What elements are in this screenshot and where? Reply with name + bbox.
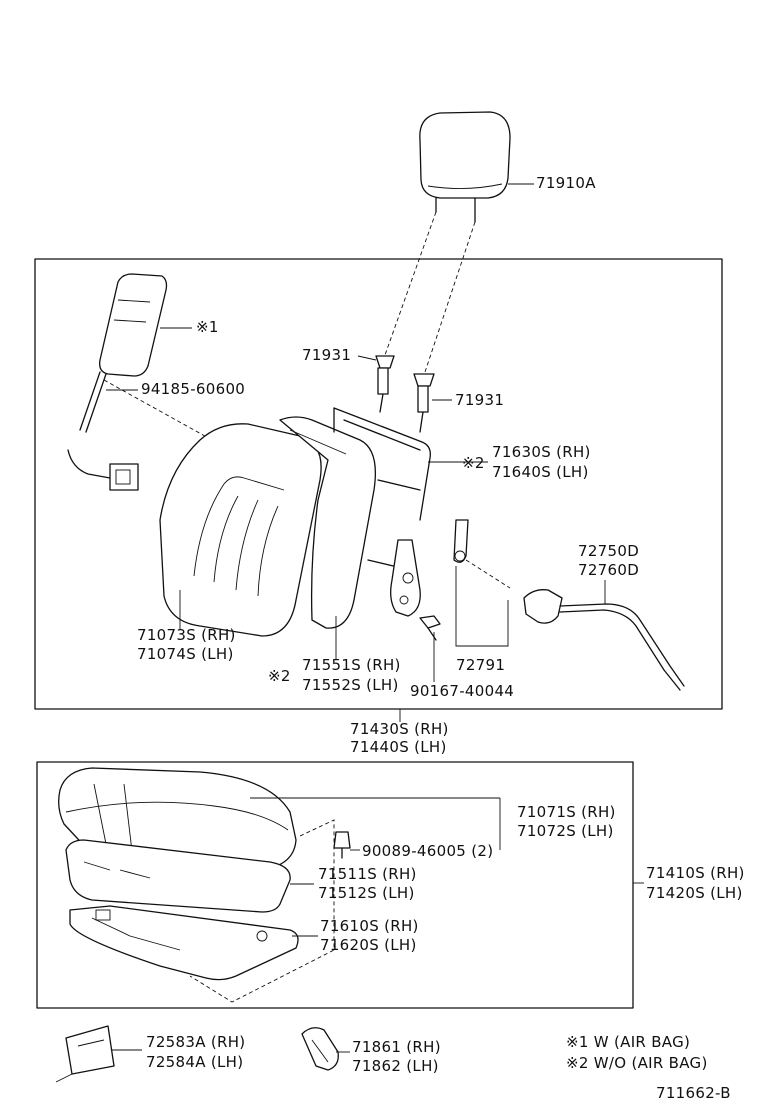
recliner-knob-drawing[interactable]	[523, 589, 685, 691]
label-support-left: 71931	[302, 346, 352, 364]
label-bolt-lower: 90167-40044	[410, 682, 515, 700]
wire-harness-drawing[interactable]	[67, 449, 139, 491]
label-cushion-assy-rh: 71410S (RH)	[646, 864, 745, 882]
label-back-cover-rh: 71073S (RH)	[137, 626, 236, 644]
dash-headrest-left	[384, 211, 437, 356]
label-frame-code: ※2	[462, 454, 485, 472]
label-knob-lh: 72760D	[578, 561, 640, 579]
hinge-part-drawing[interactable]	[453, 519, 469, 563]
label-cushion-pad-rh: 71511S (RH)	[318, 865, 417, 883]
dash-headrest-right	[424, 221, 476, 373]
label-headrest: 71910A	[536, 174, 596, 192]
label-cushion-frame-lh: 71620S (LH)	[320, 936, 417, 954]
label-back-assy-lh: 71440S (LH)	[350, 738, 447, 756]
seatback-frame-drawing[interactable]	[333, 407, 431, 617]
label-back-pad-rh: 71551S (RH)	[302, 656, 401, 674]
label-back-pad-mark: ※2	[268, 667, 291, 685]
label-cushion-pad-lh: 71512S (LH)	[318, 884, 415, 902]
label-cushion-frame-rh: 71610S (RH)	[320, 917, 419, 935]
legend-note-1: ※1 W (AIR BAG)	[566, 1033, 691, 1051]
label-bolt-upper: 94185-60600	[141, 380, 246, 398]
side-airbag-drawing[interactable]	[79, 273, 168, 433]
cushion-pad-drawing[interactable]	[65, 839, 291, 913]
label-bracket-lh: 72584A (LH)	[146, 1053, 244, 1071]
label-airbag-mark: ※1	[196, 318, 219, 336]
clip-drawing[interactable]	[333, 831, 351, 859]
label-cushion-cover-lh: 71072S (LH)	[517, 822, 614, 840]
diagram-code: 711662-B	[656, 1084, 731, 1102]
label-cushion-cover-rh: 71071S (RH)	[517, 803, 616, 821]
label-cushion-assy-lh: 71420S (LH)	[646, 884, 743, 902]
dash-hinge	[465, 559, 511, 589]
label-back-pad-lh: 71552S (LH)	[302, 676, 399, 694]
label-hinge-part: 72791	[456, 656, 506, 674]
seatback-cover-drawing[interactable]	[159, 423, 322, 637]
headrest-support-right[interactable]	[413, 373, 435, 433]
label-back-assy-rh: 71430S (RH)	[350, 720, 449, 738]
label-bracket-rh: 72583A (RH)	[146, 1033, 246, 1051]
leader-71931-left	[357, 355, 377, 361]
seatback-group-box	[34, 258, 723, 710]
trim-cover-drawing[interactable]	[301, 1027, 339, 1071]
bolt-90167-drawing[interactable]	[419, 615, 441, 641]
headrest-drawing[interactable]	[419, 111, 511, 223]
seatback-pad-drawing[interactable]	[279, 416, 377, 629]
label-frame-lh: 71640S (LH)	[492, 463, 589, 481]
label-knob-rh: 72750D	[578, 542, 640, 560]
label-cover-lh: 71862 (LH)	[352, 1057, 439, 1075]
bracket-drawing[interactable]	[55, 1025, 115, 1083]
legend-note-2: ※2 W/O (AIR BAG)	[566, 1054, 708, 1072]
cushion-frame-drawing[interactable]	[69, 905, 299, 981]
headrest-support-left[interactable]	[375, 355, 395, 413]
cushion-group-box	[36, 761, 634, 1009]
label-frame-rh: 71630S (RH)	[492, 443, 591, 461]
bracket-72791	[455, 566, 509, 647]
label-cover-rh: 71861 (RH)	[352, 1038, 441, 1056]
label-back-cover-lh: 71074S (LH)	[137, 645, 234, 663]
label-support-right: 71931	[455, 391, 505, 409]
label-clip: 90089-46005 (2)	[362, 842, 494, 860]
